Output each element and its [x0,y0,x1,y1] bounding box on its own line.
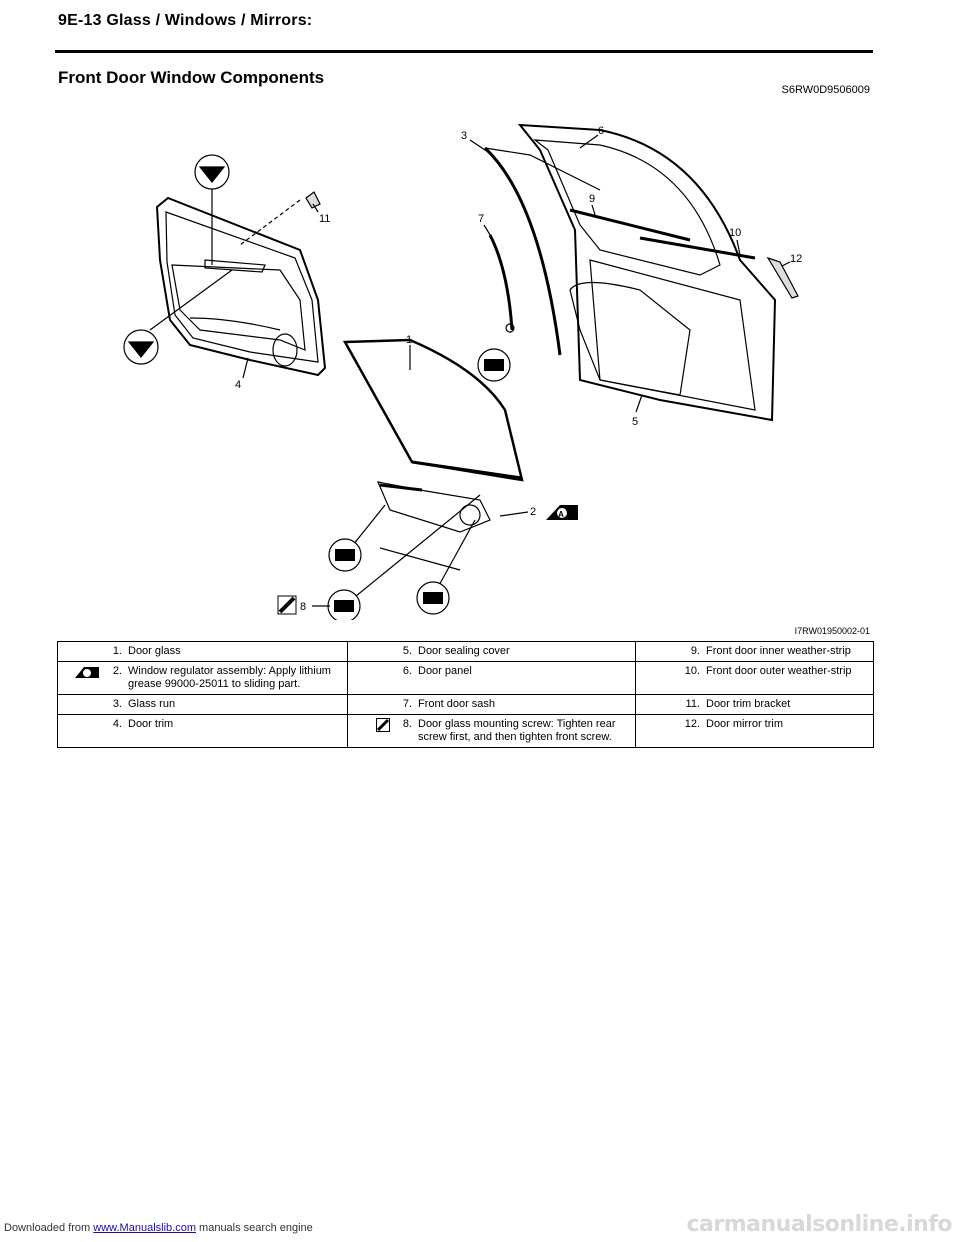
legend-text: Front door sash [418,698,496,710]
legend-number: 8. [402,718,412,730]
legend-row: 4. Door trim 8. Door glass mounting screw: … [57,714,874,748]
legend-cell: 9. Front door inner weather-strip [635,641,874,662]
footer-suffix: manuals search engine [195,1222,313,1234]
callout-12: 12 [790,253,802,265]
callout-7: 7 [478,213,484,225]
legend-number: 4. [112,718,122,730]
page-footer: Downloaded from www.Manualslib.com manua… [4,1222,313,1234]
legend-text: Front door outer weather-strip [706,665,852,677]
legend-number: 2. [112,665,122,677]
callout-4: 4 [235,379,241,391]
legend-number: 5. [402,645,412,657]
legend-cell: 5. Door sealing cover [347,641,636,662]
legend-text: Door glass [128,645,181,657]
legend-cell: 4. Door trim [57,714,348,748]
legend-number: 12. [684,718,700,730]
section-code: S6RW0D9506009 [781,84,870,96]
legend-cell: 1. Door glass [57,641,348,662]
legend-row: 2. Window regulator assembly: Apply lithi… [57,661,874,695]
legend-number: 3. [112,698,122,710]
callout-5: 5 [632,416,638,428]
watermark: carmanualsonline.info [686,1212,953,1237]
legend-table: 1. Door glass 5. Door sealing cover 9. Front … [57,641,874,748]
callout-10: 10 [729,227,741,239]
window-regulator-part [377,481,491,533]
footer-prefix: Downloaded from [4,1222,94,1234]
legend-text: Door mirror trim [706,718,783,730]
legend-cell: 3. Glass run [57,694,348,715]
header-divider [55,50,873,53]
legend-cell: 6. Door panel [347,661,636,695]
legend-number: 1. [112,645,122,657]
section-title: Front Door Window Components [58,68,325,87]
callout-11: 11 [319,213,330,225]
legend-text: Door panel [418,665,472,677]
legend-number: 11. [685,698,700,710]
door-trim-part [155,196,327,377]
legend-number: 10. [684,665,700,677]
legend-text: Door trim bracket [706,698,791,710]
door-panel-part [517,123,777,422]
callout-9: 9 [589,193,595,205]
callout-6: 6 [598,125,604,137]
legend-cell: 8. Door glass mounting screw: Tighten rea… [347,714,636,748]
legend-row: 1. Door glass 5. Door sealing cover 9. Front … [57,641,874,662]
legend-text: Glass run [128,698,176,710]
grease-icon [58,665,104,691]
callout-8: 8 [300,601,306,613]
legend-cell: 10. Front door outer weather-strip [635,661,874,695]
callout-3: 3 [461,130,467,142]
legend-number: 7. [402,698,412,710]
exploded-door-diagram: 1 2 3 4 5 6 7 8 9 10 11 12 A [123,123,802,620]
legend-text: Door glass mounting screw: Tighten rear … [418,718,616,743]
callout-1: 1 [406,334,412,346]
grease-badge-letter: A [558,510,564,519]
tighten-order-icon [348,718,394,744]
legend-cell: 12. Door mirror trim [635,714,874,748]
manualslib-link[interactable]: www.Manualslib.com [93,1222,196,1234]
callout-2: 2 [530,506,536,518]
legend-number: 9. [690,645,700,657]
legend-row: 3. Glass run 7. Front door sash 11. Door trim… [57,694,874,715]
legend-text: Front door inner weather-strip [706,645,851,657]
callout-labels: 1 2 3 4 5 6 7 8 9 10 11 12 A [235,125,802,613]
figure-id: I7RW01950002-01 [794,626,870,636]
legend-cell: 2. Window regulator assembly: Apply lithi… [57,661,348,695]
legend-number: 6. [402,665,412,677]
legend-cell: 11. Door trim bracket [635,694,874,715]
legend-text: Window regulator assembly: Apply lithium… [128,665,331,690]
legend-text: Door trim [128,718,174,730]
grease-icon-diagram [546,505,578,520]
legend-text: Door sealing cover [418,645,510,657]
page-header-title: 9E-13 Glass / Windows / Mirrors: [58,12,313,29]
legend-cell: 7. Front door sash [347,694,636,715]
